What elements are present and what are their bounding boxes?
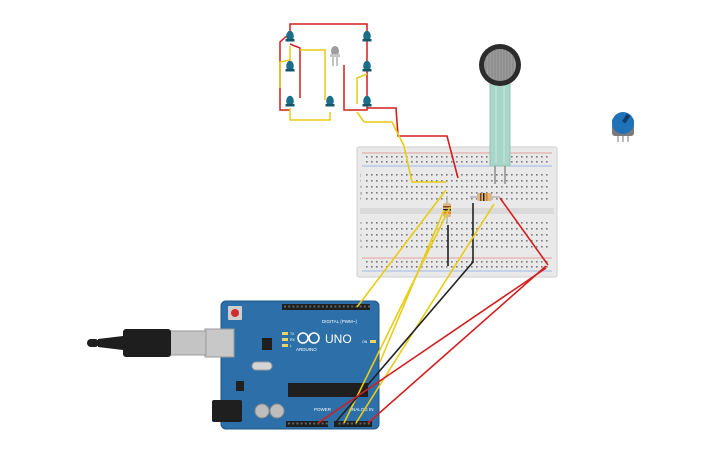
row-letter: d xyxy=(360,226,362,231)
center-led[interactable] xyxy=(330,46,340,66)
fsr-pattern xyxy=(485,49,514,81)
led[interactable] xyxy=(285,60,295,72)
usb-cable[interactable] xyxy=(87,329,207,357)
led[interactable] xyxy=(285,30,295,42)
dc-power-jack xyxy=(212,400,242,422)
row-letter: f xyxy=(360,196,362,201)
l-label: L xyxy=(290,344,292,348)
on-label: ON xyxy=(362,340,368,344)
red-wire-to-5v[interactable] xyxy=(317,267,547,424)
led[interactable] xyxy=(325,95,335,107)
digital-header-label: DIGITAL (PWM~) xyxy=(322,319,357,324)
led-grid-circuit[interactable] xyxy=(279,23,372,121)
yellow-wire-to-digital[interactable] xyxy=(356,189,447,308)
row-letter: i xyxy=(360,178,361,183)
row-letter: j xyxy=(359,172,361,177)
potentiometer[interactable] xyxy=(612,112,634,142)
force-sensitive-resistor[interactable] xyxy=(479,44,521,184)
board-model-label: UNO xyxy=(325,332,352,346)
reset-button[interactable] xyxy=(231,309,239,317)
row-letter: g xyxy=(360,190,362,195)
power-header-label: POWER xyxy=(314,407,332,412)
tx-label: TX xyxy=(290,332,295,336)
board-brand-label: ARDUINO xyxy=(296,347,317,352)
row-letter: h xyxy=(360,184,362,189)
analog-header-label: ANALOG IN xyxy=(349,407,374,412)
led[interactable] xyxy=(362,30,372,42)
resistor-2[interactable] xyxy=(470,193,500,201)
arduino-logo xyxy=(297,332,320,344)
led-group xyxy=(285,30,372,107)
usb-port xyxy=(204,328,235,358)
row-letter: b xyxy=(360,238,363,243)
row-letter: a xyxy=(360,244,363,249)
row-letter: e xyxy=(360,220,363,225)
wires[interactable] xyxy=(317,107,549,424)
led[interactable] xyxy=(362,60,372,72)
row-letter: c xyxy=(360,232,362,237)
led[interactable] xyxy=(362,95,372,107)
led-yellow-wire-loop[interactable] xyxy=(289,108,331,121)
red-wire-led-to-breadboard[interactable] xyxy=(367,107,459,179)
yellow-wire-led-to-breadboard[interactable] xyxy=(356,111,446,183)
power-header xyxy=(286,421,328,427)
yellow-wire-to-analog[interactable] xyxy=(343,206,451,424)
atmega-chip xyxy=(288,383,368,397)
rx-label: RX xyxy=(290,338,296,342)
arduino-uno-board[interactable]: UNO ARDUINO DIGITAL (PWM~) POWER ANALOG … xyxy=(204,300,380,430)
led[interactable] xyxy=(285,95,295,107)
analog-pin-labels xyxy=(288,422,370,425)
